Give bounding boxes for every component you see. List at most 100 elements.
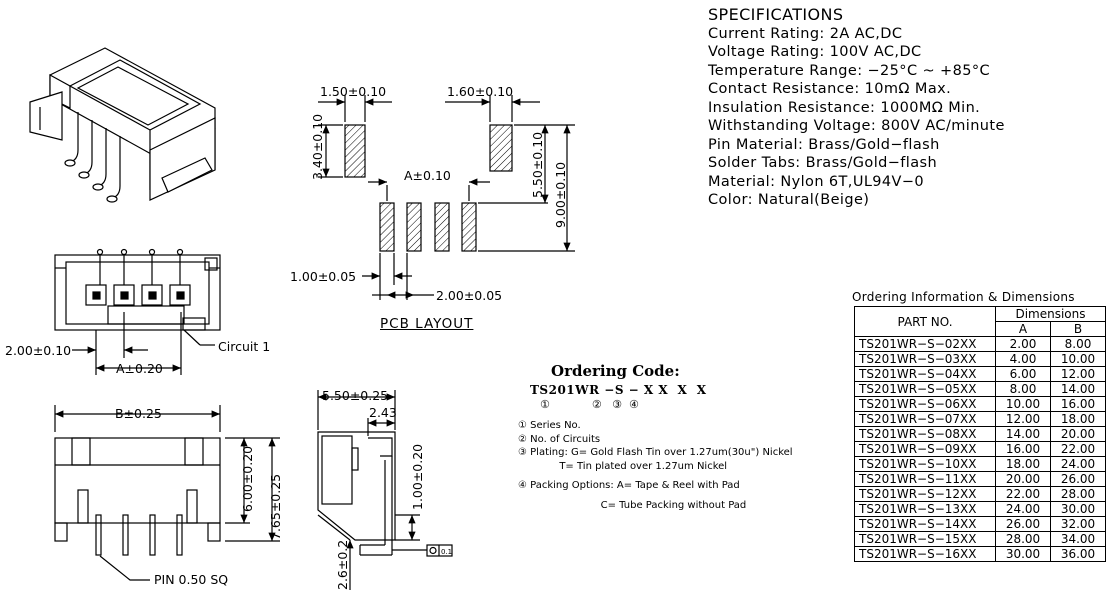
dim-b-cell: 14.00 [1050,381,1106,397]
dim-a-cell: 28.00 [995,531,1051,547]
dim-b-cell: 8.00 [1050,336,1106,352]
pcb-pitch-dim: 2.00±0.05 [436,288,502,303]
spec-line: Current Rating: 2A AC,DC [708,25,903,42]
dim-b-cell: 36.00 [1050,546,1106,562]
dim-a-cell: 24.00 [995,501,1051,517]
dim-b-cell: 24.00 [1050,456,1106,472]
specifications-title: SPECIFICATIONS [708,5,844,24]
dim-a-cell: 4.00 [995,351,1051,367]
front-view [54,405,280,581]
dim-b-cell: 10.00 [1050,351,1106,367]
part-number-cell: TS201WR−S−11XX [854,471,996,487]
note-line: ② No. of Circuits [518,433,601,445]
dim-b-cell: 16.00 [1050,396,1106,412]
part-number-cell: TS201WR−S−03XX [854,351,996,367]
dim-a-cell: 30.00 [995,546,1051,562]
dimensions-header: Dimensions [995,306,1106,322]
dim-a-cell: 6.00 [995,366,1051,382]
top-view-a-dim: A±0.20 [116,361,163,376]
side-view-26-dim: 2.6±0.2 [335,540,350,590]
ordering-code-numbers: ① ② ③ ④ [540,398,639,411]
part-number-cell: TS201WR−S−09XX [854,441,996,457]
ordering-code-notes: ① Series No. ② No. of Circuits ③ Plating… [518,419,793,512]
specifications-block: SPECIFICATIONS Current Rating: 2A AC,DC … [708,5,1005,210]
note-line: C= Tube Packing without Pad [518,499,747,511]
dim-b-cell: 18.00 [1050,411,1106,427]
pcb-height-1-dim: 5.50±0.10 [530,132,545,198]
dim-b-cell: 34.00 [1050,531,1106,547]
dim-b-cell: 22.00 [1050,441,1106,457]
dim-a-cell: 22.00 [995,486,1051,502]
part-number-cell: TS201WR−S−10XX [854,456,996,472]
dim-a-cell: 2.00 [995,336,1051,352]
dim-a-cell: 26.00 [995,516,1051,532]
dim-a-header: A [995,321,1051,337]
spec-line: Color: Natural(Beige) [708,192,870,208]
pcb-pad-height-dim: 3.40±0.10 [310,114,325,180]
side-view-depth-dim: 5.50±0.25 [322,388,388,403]
dim-a-cell: 14.00 [995,426,1051,442]
spec-line: Withstanding Voltage: 800V AC/minute [708,118,1005,134]
dim-b-cell: 32.00 [1050,516,1106,532]
dim-a-cell: 12.00 [995,411,1051,427]
part-number-cell: TS201WR−S−15XX [854,531,996,547]
dim-b-cell: 20.00 [1050,426,1106,442]
side-view-243-dim: 2.43 [369,405,397,420]
part-number-cell: TS201WR−S−14XX [854,516,996,532]
top-view [54,248,221,375]
dim-b-cell: 12.00 [1050,366,1106,382]
part-no-header: PART NO. [854,306,996,337]
dim-b-cell: 26.00 [1050,471,1106,487]
part-number-cell: TS201WR−S−04XX [854,366,996,382]
front-view-total-height-dim: 7.65±0.25 [268,474,283,540]
note-line: ④ Packing Options: A= Tape & Reel with P… [518,480,740,491]
pcb-pin-width-dim: 1.00±0.05 [290,269,356,284]
ordering-code: TS201WR −S − X X X X [530,383,707,397]
pcb-pad-width-2-dim: 1.60±0.10 [447,84,513,99]
dim-a-cell: 16.00 [995,441,1051,457]
spec-line: Solder Tabs: Brass/Gold−flash [708,155,938,171]
front-view-b-dim: B±0.25 [115,406,162,421]
pcb-a-dim: A±0.10 [404,168,451,183]
dim-a-cell: 18.00 [995,456,1051,472]
isometric-connector-view [29,47,216,203]
part-number-cell: TS201WR−S−13XX [854,501,996,517]
dim-b-cell: 28.00 [1050,486,1106,502]
spec-line: Insulation Resistance: 1000MΩ Min. [708,99,981,116]
spec-line: Temperature Range: −25°C ~ +85°C [708,62,991,79]
dim-a-cell: 20.00 [995,471,1051,487]
part-number-cell: TS201WR−S−08XX [854,426,996,442]
ordering-table-title: Ordering Information & Dimensions [852,290,1075,304]
spec-line: Pin Material: Brass/Gold−flash [708,136,940,153]
spec-line: Voltage Rating: 100V AC,DC [708,44,922,60]
note-line: T= Tin plated over 1.27um Nickel [518,460,728,472]
part-number-cell: TS201WR−S−16XX [854,546,996,562]
spec-line: Material: Nylon 6T,UL94V−0 [708,173,925,190]
pcb-pad-width-1-dim: 1.50±0.10 [320,84,386,99]
part-number-cell: TS201WR−S−02XX [854,336,996,352]
pcb-height-2-dim: 9.00±0.10 [553,162,568,228]
side-view-100-dim: 1.00±0.20 [410,444,425,510]
part-number-cell: TS201WR−S−05XX [854,381,996,397]
pin-size-label: PIN 0.50 SQ [154,572,228,587]
top-view-pitch-dim: 2.00±0.10 [5,343,71,358]
dim-a-cell: 8.00 [995,381,1051,397]
